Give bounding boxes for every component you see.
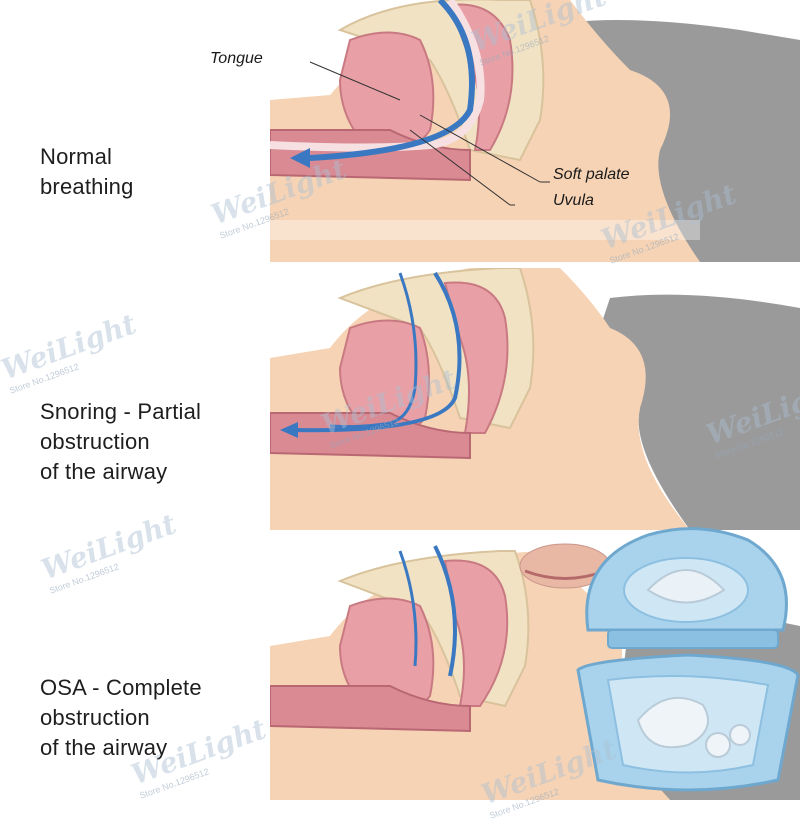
- airflow-main: [289, 271, 462, 433]
- diagram-normal-breathing: [270, 0, 800, 262]
- caption-line: of the airway: [40, 459, 168, 484]
- hair: [600, 294, 800, 530]
- airflow-arrowhead: [290, 148, 310, 168]
- caption-line: Normal: [40, 144, 113, 169]
- airflow-turbulent: [329, 272, 418, 429]
- airflow-arrow: [309, 0, 475, 161]
- palate-tissue: [443, 281, 509, 434]
- label-tongue: Tongue: [210, 50, 263, 67]
- airflow-arrowhead: [280, 422, 298, 438]
- watermark: WeiLight Store No.1296512: [37, 507, 184, 596]
- product-case: [568, 520, 800, 800]
- caption-line: OSA - Complete: [40, 675, 202, 700]
- label-uvula: Uvula: [553, 192, 594, 209]
- caption-line: obstruction: [40, 705, 150, 730]
- airflow-blocked-2: [433, 545, 457, 677]
- watermark-store: Store No.1296512: [8, 361, 81, 396]
- watermark: WeiLight Store No.1296512: [0, 307, 144, 396]
- diagram-snoring: [270, 268, 800, 530]
- caption-line: breathing: [40, 174, 134, 199]
- nose-clip-bottom: [636, 696, 709, 749]
- watermark-brand: WeiLight: [36, 507, 181, 587]
- tongue-tissue: [338, 31, 435, 154]
- nose-clip-top: [646, 569, 726, 604]
- watermark-store: Store No.1296512: [48, 561, 121, 596]
- caption-line: obstruction: [40, 429, 150, 454]
- airflow-blocked-1: [398, 550, 418, 667]
- caption-normal-breathing: Normal breathing: [40, 142, 134, 202]
- throat-tissue: [270, 412, 471, 460]
- palate-tissue: [443, 559, 509, 707]
- watermark-brand: WeiLight: [0, 307, 141, 387]
- caption-osa: OSA - Complete obstruction of the airway: [40, 673, 202, 763]
- caption-snoring: Snoring - Partial obstruction of the air…: [40, 397, 201, 487]
- caption-line: of the airway: [40, 735, 168, 760]
- caption-line: Snoring - Partial: [40, 399, 202, 424]
- throat-tissue: [270, 685, 471, 733]
- label-soft-palate: Soft palate: [553, 166, 630, 183]
